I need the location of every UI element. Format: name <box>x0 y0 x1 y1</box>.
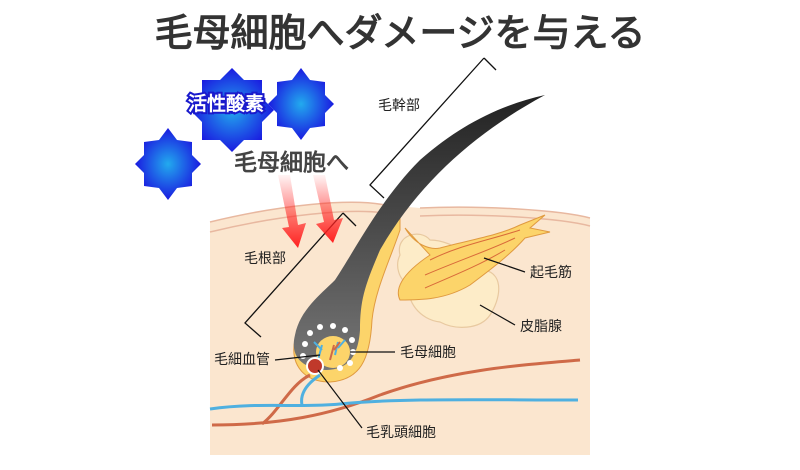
label-hair-shaft: 毛幹部 <box>378 97 420 114</box>
label-hair-matrix-cell: 毛母細胞 <box>400 345 456 361</box>
leader-lines <box>274 257 526 429</box>
label-dermal-papilla-cell: 毛乳頭細胞 <box>366 425 436 441</box>
red-arrow-right-icon <box>313 175 343 243</box>
arrow-caption: 毛母細胞へ <box>234 149 349 176</box>
arrector-pili-muscle <box>397 214 551 301</box>
epidermis-line <box>209 210 591 233</box>
papilla-cell <box>306 357 324 375</box>
label-capillary: 毛細血管 <box>214 352 270 368</box>
page-title: 毛母細胞へダメージを与える <box>155 11 646 55</box>
hair-root-bracket <box>244 212 357 338</box>
red-vessel <box>211 358 581 427</box>
skin-surface-line <box>209 201 591 223</box>
label-sebaceous-gland: 皮脂腺 <box>520 319 562 335</box>
muscle-fibers <box>424 229 521 289</box>
active-oxygen-label: 活性酸素 <box>188 92 264 115</box>
blue-vessel <box>209 373 579 411</box>
red-arrow-left-icon <box>278 175 306 248</box>
label-arrector-pili: 起毛筋 <box>530 264 572 281</box>
label-hair-root: 毛根部 <box>244 251 286 267</box>
hair-strand <box>293 95 545 370</box>
hair-shaft-bracket <box>369 57 497 199</box>
active-oxygen-star-icon <box>135 68 334 200</box>
matrix-cells <box>300 323 356 371</box>
capillary-branches <box>313 339 346 361</box>
capillary-red <box>329 341 341 361</box>
